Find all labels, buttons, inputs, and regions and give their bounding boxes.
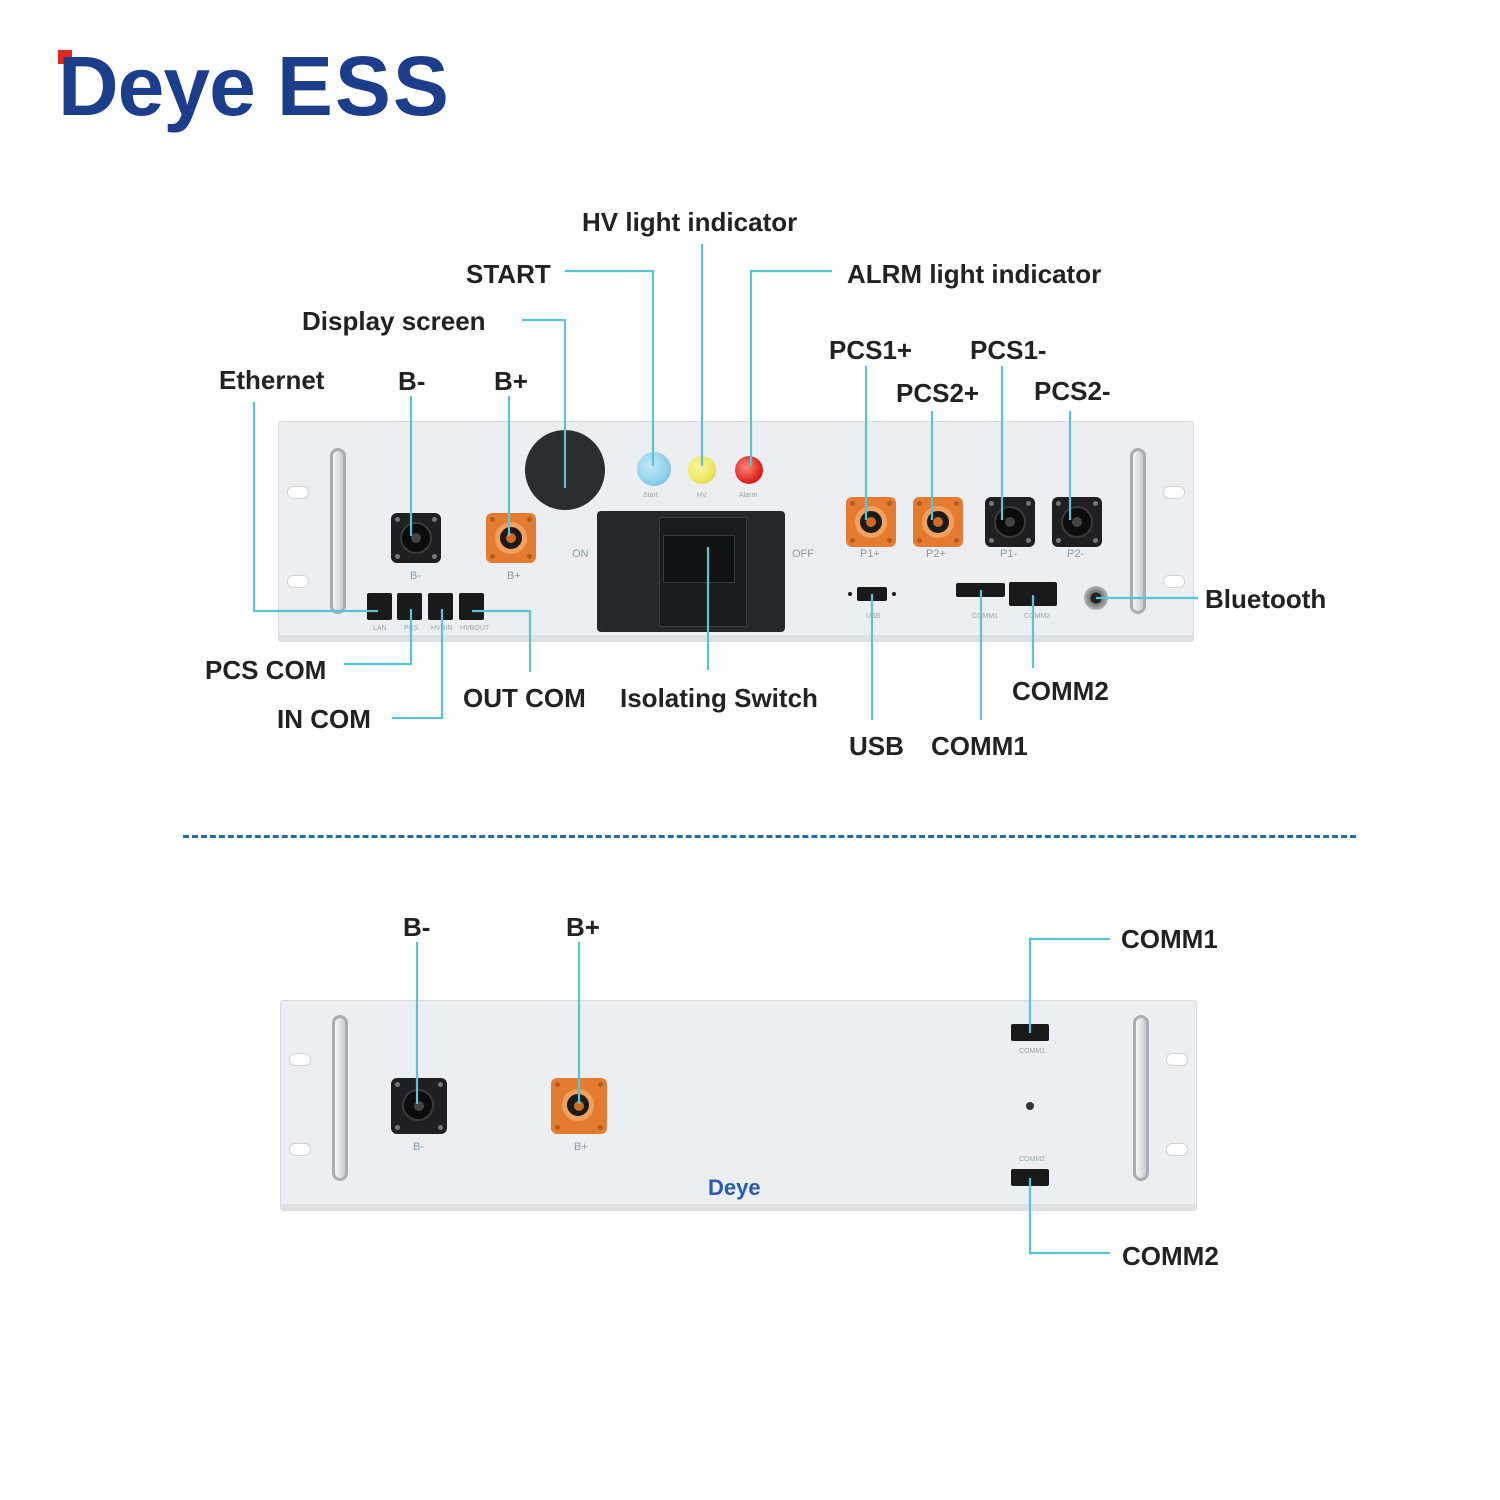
bottom-label-comm1: COMM1 xyxy=(1121,924,1218,954)
rack-slot xyxy=(287,486,309,499)
rack-slot xyxy=(1163,575,1185,588)
bottom-comm2-port[interactable] xyxy=(1011,1169,1049,1186)
switch-on-mark: ON xyxy=(572,548,589,560)
label-in-com: IN COM xyxy=(277,704,371,734)
bottom-comm1-mark: COMM1 xyxy=(1019,1048,1046,1055)
bottom-b-plus-mark: B+ xyxy=(574,1141,588,1153)
b-minus-mark: B- xyxy=(410,570,421,582)
bluetooth-antenna xyxy=(1084,586,1108,610)
usb-dot-right xyxy=(892,592,896,596)
alarm-mark: Alarm xyxy=(739,492,758,499)
right-handle[interactable] xyxy=(1130,448,1146,614)
label-bluetooth: Bluetooth xyxy=(1205,584,1327,614)
brand-product: ESS xyxy=(276,39,451,133)
comm2-mark: COMM2 xyxy=(1024,613,1051,620)
hv-mark: HV xyxy=(697,492,707,499)
label-start: START xyxy=(466,259,551,289)
brand-name: Deye xyxy=(58,39,256,133)
pcs-com-port[interactable] xyxy=(397,593,422,620)
out-com-port[interactable] xyxy=(459,593,484,620)
rack-slot xyxy=(1166,1143,1188,1156)
start-button[interactable] xyxy=(637,452,671,486)
section-divider xyxy=(183,835,1356,838)
lan-port[interactable] xyxy=(367,593,392,620)
usb-mark: USB xyxy=(866,613,881,620)
isolating-switch[interactable] xyxy=(597,511,785,632)
lan-mark: LAN xyxy=(373,625,387,632)
switch-off-mark: OFF xyxy=(792,548,814,560)
switch-lever[interactable] xyxy=(663,535,735,583)
comm1-port[interactable] xyxy=(956,583,1005,597)
rack-slot xyxy=(287,575,309,588)
label-comm1: COMM1 xyxy=(931,731,1028,761)
label-b-plus: B+ xyxy=(494,366,528,396)
pcs2-minus-connector[interactable] xyxy=(1052,497,1102,547)
comm2-port[interactable] xyxy=(1009,582,1057,606)
rack-slot xyxy=(289,1143,311,1156)
bottom-b-minus-connector[interactable] xyxy=(391,1078,447,1134)
display-screen xyxy=(525,430,605,510)
p1-plus-mark: P1+ xyxy=(860,548,880,560)
in-com-port[interactable] xyxy=(428,593,453,620)
label-comm2: COMM2 xyxy=(1012,676,1109,706)
label-pcs2-minus: PCS2- xyxy=(1034,376,1111,406)
rack-slot xyxy=(1166,1053,1188,1066)
bottom-comm2-mark: COMM2 xyxy=(1019,1156,1046,1163)
label-pcs1-minus: PCS1- xyxy=(970,335,1047,365)
bottom-screw xyxy=(1026,1102,1034,1110)
bottom-b-minus-mark: B- xyxy=(413,1141,424,1153)
rack-slot xyxy=(1163,486,1185,499)
label-hv-light-indicator: HV light indicator xyxy=(582,207,798,237)
bottom-label-b-plus: B+ xyxy=(566,912,600,942)
label-pcs-com: PCS COM xyxy=(205,655,327,685)
b-plus-mark: B+ xyxy=(507,570,521,582)
left-handle[interactable] xyxy=(332,1015,348,1181)
hv-light-indicator xyxy=(688,456,716,484)
bottom-comm1-port[interactable] xyxy=(1011,1024,1049,1041)
usb-port[interactable] xyxy=(857,587,887,601)
p2-minus-mark: P2- xyxy=(1067,548,1085,560)
alarm-light-indicator xyxy=(735,456,763,484)
hv-in-mark: HVBIN xyxy=(431,625,453,632)
usb-dot-left xyxy=(848,592,852,596)
label-b-minus: B- xyxy=(398,366,426,396)
label-ethernet: Ethernet xyxy=(219,365,325,395)
logo-red-mark xyxy=(58,50,72,64)
b-minus-connector[interactable] xyxy=(391,513,441,563)
label-pcs1-plus: PCS1+ xyxy=(829,335,913,365)
p1-minus-mark: P1- xyxy=(1000,548,1018,560)
p2-plus-mark: P2+ xyxy=(926,548,946,560)
label-isolating-switch: Isolating Switch xyxy=(620,683,818,713)
bottom-deye-logo: Deye xyxy=(708,1175,761,1200)
right-handle[interactable] xyxy=(1133,1015,1149,1181)
label-out-com: OUT COM xyxy=(463,683,586,713)
pcs1-minus-connector[interactable] xyxy=(985,497,1035,547)
left-handle[interactable] xyxy=(330,448,346,614)
rack-slot xyxy=(289,1053,311,1066)
bottom-b-plus-connector[interactable] xyxy=(551,1078,607,1134)
pcs1-plus-connector[interactable] xyxy=(846,497,896,547)
hv-out-mark: HVBOUT xyxy=(460,625,490,632)
label-pcs2-plus: PCS2+ xyxy=(896,378,980,408)
label-display-screen: Display screen xyxy=(302,306,486,336)
comm1-mark: COMM1 xyxy=(972,613,999,620)
label-alarm-light-indicator: ALRM light indicator xyxy=(847,259,1102,289)
start-mark: Start xyxy=(643,492,658,499)
pcs-mark: PCS xyxy=(404,625,419,632)
label-usb: USB xyxy=(849,731,904,761)
pcs2-plus-connector[interactable] xyxy=(913,497,963,547)
bottom-label-b-minus: B- xyxy=(403,912,431,942)
b-plus-connector[interactable] xyxy=(486,513,536,563)
bottom-label-comm2: COMM2 xyxy=(1122,1241,1219,1271)
